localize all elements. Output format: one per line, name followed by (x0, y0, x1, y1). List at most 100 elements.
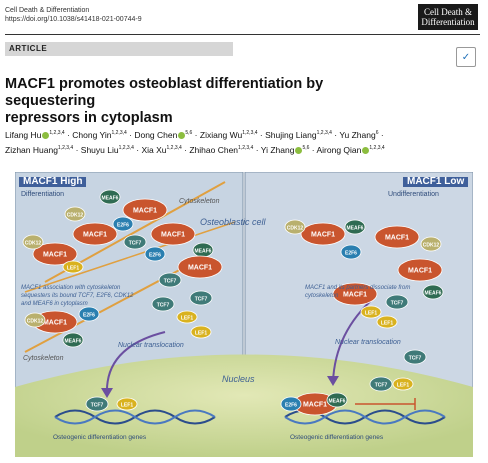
tcf7-protein (123, 234, 147, 250)
cdk12-label: CDK12 (25, 241, 42, 247)
lef1-protein (116, 397, 138, 411)
macf1-protein (32, 242, 78, 266)
e2f6-label: E2F6 (285, 403, 297, 409)
left-panel-subtitle: Differentiation (21, 191, 65, 198)
nucleus-shape (15, 354, 473, 457)
journal-header: Cell Death & Differentiation https://doi… (5, 6, 142, 24)
author-name[interactable]: Xia Xu (141, 144, 167, 155)
genes-left-label: Osteogenic differentiation genes (53, 434, 147, 441)
right-panel-title: MACF1 Low (403, 177, 469, 187)
cdk12-protein (24, 312, 46, 328)
lef1-protein (176, 310, 198, 324)
e2f6-label: E2F6 (149, 253, 161, 259)
meaf6-protein (422, 284, 444, 300)
nuclear-translocation-left: Nuclear translocation (118, 342, 184, 349)
nuclear-arrow-right (332, 296, 376, 383)
macf1-protein (332, 282, 378, 306)
lef1-label: LEF1 (181, 316, 193, 322)
lef1-label: LEF1 (397, 383, 409, 389)
author-name[interactable]: Airong Qian (316, 144, 362, 155)
lef1-protein (190, 325, 212, 339)
check-for-updates-icon[interactable]: ✓ (456, 47, 476, 67)
genes-right-label: Osteogenic differentiation genes (290, 434, 384, 441)
e2f6-label: E2F6 (83, 313, 95, 319)
tcf7-protein (189, 290, 213, 306)
meaf6-label: MEAF6 (329, 399, 346, 405)
dna-right-b (284, 409, 446, 425)
cytoskeleton-line-2 (24, 266, 186, 353)
e2f6-protein (340, 244, 362, 260)
orcid-icon[interactable] (362, 146, 370, 154)
orcid-icon[interactable] (295, 146, 303, 154)
meaf6-protein (326, 392, 348, 408)
tcf7-protein (85, 396, 109, 412)
author-name[interactable]: Lifang Hu (5, 129, 42, 140)
author-name[interactable]: Shuyu Liu (80, 144, 119, 155)
e2f6-protein (112, 216, 134, 232)
tcf7-label: TCF7 (157, 303, 170, 309)
osteoblastic-cell-label: Osteoblastic cell (200, 217, 266, 227)
lef1-protein (62, 260, 84, 274)
cdk12-protein (420, 236, 442, 252)
author-name[interactable]: Dong Chen (134, 129, 178, 140)
doi-link[interactable]: https://doi.org/10.1038/s41418-021-00744… (5, 16, 142, 23)
article-title: MACF1 promotes osteoblast differentiatio… (5, 76, 324, 126)
macf1-label: MACF1 (385, 235, 409, 242)
protein-layer: MACF1MEAF6CDK12E2F6MACF1TCF7MACF1MEAF6E2… (22, 189, 444, 416)
e2f6-protein (78, 306, 100, 322)
lef1-protein (360, 305, 382, 319)
author-name[interactable]: Chong Yin (72, 129, 112, 140)
tcf7-label: TCF7 (195, 297, 208, 303)
orcid-icon[interactable] (178, 132, 186, 140)
cdk12-label: CDK12 (67, 213, 84, 219)
cytoskeleton-label-bottom: Cytoskeleton (23, 355, 64, 362)
e2f6-label: E2F6 (345, 251, 357, 257)
tcf7-label: TCF7 (129, 241, 142, 247)
tcf7-protein (158, 272, 182, 288)
cdk12-protein (64, 206, 86, 222)
section-label: ARTICLE (5, 42, 233, 56)
orcid-icon[interactable] (42, 132, 50, 140)
e2f6-protein (280, 396, 302, 412)
tcf7-protein (369, 376, 393, 392)
macf1-label: MACF1 (303, 402, 327, 409)
author-name[interactable]: Yi Zhang (260, 144, 295, 155)
macf1-label: MACF1 (311, 232, 335, 239)
macf1-label: MACF1 (43, 252, 67, 259)
author-name[interactable]: Shujing Liang (265, 129, 317, 140)
meaf6-protein (344, 219, 366, 235)
author-name[interactable]: Yu Zhang (339, 129, 376, 140)
macf1-protein (300, 222, 346, 246)
macf1-label: MACF1 (83, 232, 107, 239)
e2f6-protein (144, 246, 166, 262)
lef1-protein (392, 377, 414, 391)
tcf7-protein (151, 296, 175, 312)
journal-logo: Cell Death & Differentiation (418, 4, 478, 30)
tcf7-label: TCF7 (91, 403, 104, 409)
meaf6-label: MEAF6 (347, 226, 364, 232)
author-name[interactable]: Zizhan Huang (5, 144, 58, 155)
author-name[interactable]: Zhihao Chen (189, 144, 239, 155)
dna-left-b (54, 409, 216, 425)
cdk12-label: CDK12 (287, 226, 304, 232)
lef1-label: LEF1 (365, 311, 377, 317)
journal-name: Cell Death & Differentiation (5, 7, 90, 14)
macf1-label: MACF1 (188, 265, 212, 272)
figure-canvas: MACF1MEAF6CDK12E2F6MACF1TCF7MACF1MEAF6E2… (15, 172, 473, 457)
cdk12-label: CDK12 (27, 319, 44, 325)
meaf6-label: MEAF6 (65, 339, 82, 345)
e2f6-label: E2F6 (117, 223, 129, 229)
macf1-label: MACF1 (408, 268, 432, 275)
macf1-protein (177, 255, 223, 279)
header-rule (5, 34, 480, 35)
macf1-protein (122, 198, 168, 222)
author-name[interactable]: Zixiang Wu (199, 129, 243, 140)
meaf6-label: MEAF6 (195, 249, 212, 255)
nucleus-label: Nucleus (222, 374, 255, 384)
nuclear-arrowhead-left (101, 388, 113, 398)
macf1-label: MACF1 (343, 292, 367, 299)
lef1-label: LEF1 (67, 266, 79, 272)
meaf6-protein (99, 189, 121, 205)
lef1-label: LEF1 (121, 403, 133, 409)
